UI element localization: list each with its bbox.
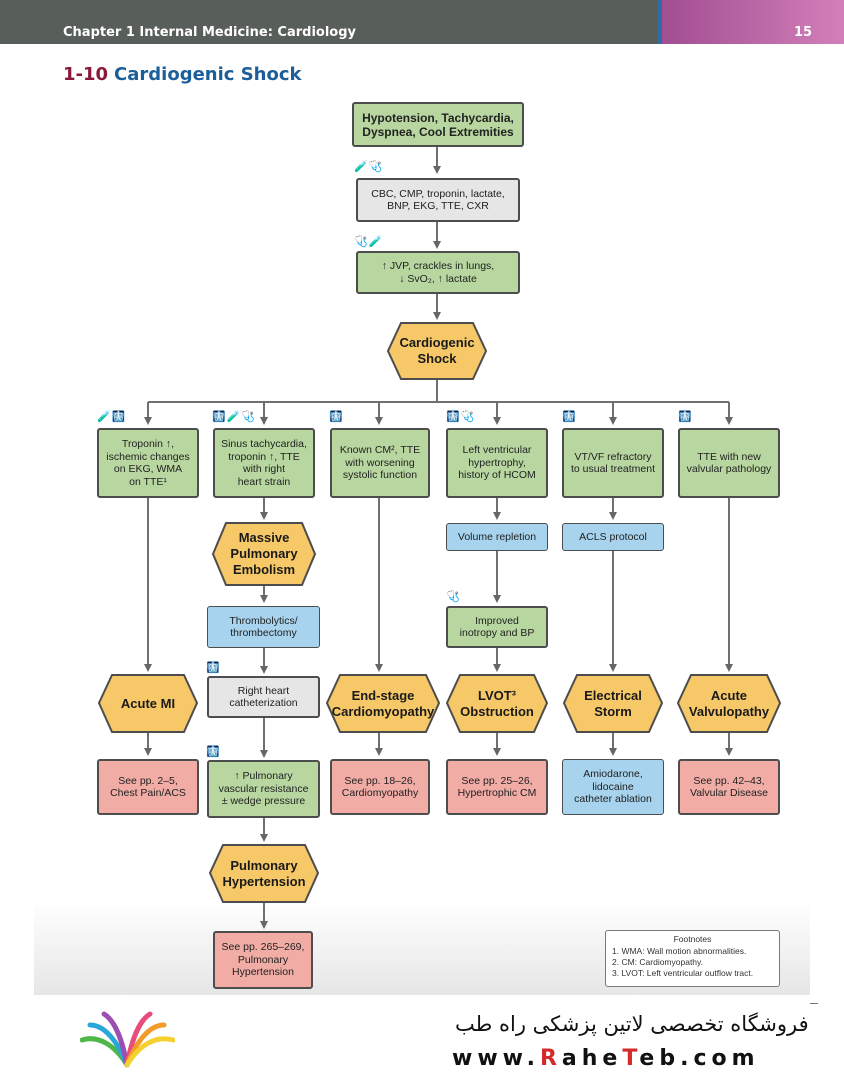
presenting-symptoms-box: Hypotension, Tachycardia, Dyspnea, Cool …: [352, 102, 524, 147]
footnote-1: 1. WMA: Wall motion abnormalities.: [612, 946, 747, 956]
branch2-reference-box: See pp. 265–269, Pulmonary Hypertension: [213, 931, 313, 989]
acute-valvulopathy-label: Acute Valvulopathy: [688, 687, 770, 719]
cath-icon: 🩻: [206, 662, 221, 674]
acute-mi-label: Acute MI: [120, 695, 176, 711]
branch1-finding-box: Troponin ↑, ischemic changes on EKG, WMA…: [97, 428, 199, 498]
footnotes-box: Footnotes 1. WMA: Wall motion abnormalit…: [605, 930, 780, 987]
test-icons: 🧪🩺: [354, 161, 384, 173]
branch4-reference-box: See pp. 25–26, Hypertrophic CM: [446, 759, 548, 815]
header-accent-edge: [658, 0, 664, 44]
url-r1: R: [539, 1046, 562, 1071]
thrombolytics-box: Thrombolytics/ thrombectomy: [207, 606, 320, 648]
acute-valvulopathy-node: Acute Valvulopathy: [677, 674, 781, 733]
branch3-finding-box: Known CM², TTE with worsening systolic f…: [330, 428, 430, 498]
massive-pe-node: Massive Pulmonary Embolism: [212, 522, 316, 586]
electrical-storm-node: Electrical Storm: [563, 674, 663, 733]
branch6-finding-box: TTE with new valvular pathology: [678, 428, 780, 498]
improved-inotropy-box: Improved inotropy and BP: [446, 606, 548, 648]
branch4-icons: 🩻🩺: [446, 411, 476, 423]
branch5-icons: 🩻: [562, 411, 577, 423]
watermark-persian-text: فروشگاه تخصصی لاتین پزشکی راه طب: [455, 1012, 809, 1036]
branch6-icons: 🩻: [678, 411, 693, 423]
chapter-title: Chapter 1 Internal Medicine: Cardiology: [63, 25, 357, 40]
branch1-icons: 🧪🩻: [97, 411, 127, 423]
branch3-reference-box: See pp. 18–26, Cardiomyopathy: [330, 759, 430, 815]
exam-findings-box: ↑ JVP, crackles in lungs, ↓ SvO₂, ↑ lact…: [356, 251, 520, 294]
branch5-finding-box: VT/VF refractory to usual treatment: [562, 428, 664, 498]
pulmonary-hypertension-label: Pulmonary Hypertension: [222, 857, 306, 889]
url-prefix: www.: [452, 1046, 540, 1071]
footer-dash: [810, 1003, 818, 1004]
lvot-obstruction-node: LVOT³ Obstruction: [446, 674, 548, 733]
acute-mi-node: Acute MI: [98, 674, 198, 733]
book-logo-icon: [80, 1011, 175, 1068]
footnotes-heading: Footnotes: [673, 934, 712, 944]
watermark-url: www.RaheTeb.com: [452, 1046, 760, 1071]
volume-repletion-box: Volume repletion: [446, 523, 548, 551]
section-name: Cardiogenic Shock: [114, 64, 302, 85]
exam-icons: 🩺🧪: [354, 236, 384, 248]
section-number: 1-10: [63, 64, 109, 85]
improved-icon: 🩺: [446, 591, 461, 603]
branch4-finding-box: Left ventricular hypertrophy, history of…: [446, 428, 548, 498]
flow-connectors: [144, 147, 733, 929]
cardiogenic-shock-label: Cardiogenic Shock: [399, 335, 475, 366]
footnote-2: 2. CM: Cardiomyopathy.: [612, 957, 704, 967]
cardiogenic-shock-node: Cardiogenic Shock: [387, 322, 487, 380]
branch5-treatment-box: Amiodarone, lidocaine catheter ablation: [562, 759, 664, 815]
pvr-box: ↑ Pulmonary vascular resistance ± wedge …: [207, 760, 320, 818]
acls-protocol-box: ACLS protocol: [562, 523, 664, 551]
branch3-icons: 🩻: [329, 411, 344, 423]
branch1-reference-box: See pp. 2–5, Chest Pain/ACS: [97, 759, 199, 815]
branch2-finding-box: Sinus tachycardia, troponin ↑, TTE with …: [213, 428, 315, 498]
branch2-icons: 🩻🧪🩺: [212, 411, 257, 423]
end-stage-cm-node: End-stage Cardiomyopathy: [326, 674, 440, 733]
url-r2: T: [622, 1046, 640, 1071]
pulmonary-hypertension-node: Pulmonary Hypertension: [209, 844, 319, 903]
page-number: 15: [794, 25, 813, 40]
url-mid: ahe: [561, 1046, 623, 1071]
electrical-storm-label: Electrical Storm: [584, 687, 642, 719]
initial-tests-box: CBC, CMP, troponin, lactate, BNP, EKG, T…: [356, 178, 520, 222]
right-heart-cath-box: Right heart catheterization: [207, 676, 320, 718]
lvot-obstruction-label: LVOT³ Obstruction: [460, 687, 534, 719]
branch6-reference-box: See pp. 42–43, Valvular Disease: [678, 759, 780, 815]
header-accent: [662, 0, 844, 44]
page-header: Chapter 1 Internal Medicine: Cardiology …: [0, 0, 844, 44]
pvr-icon: 🩻: [206, 746, 221, 758]
url-end: eb.com: [639, 1046, 760, 1071]
massive-pe-label: Massive Pulmonary Embolism: [230, 530, 298, 577]
footnote-3: 3. LVOT: Left ventricular outflow tract.: [612, 968, 754, 978]
end-stage-cm-label: End-stage Cardiomyopathy: [331, 687, 435, 719]
